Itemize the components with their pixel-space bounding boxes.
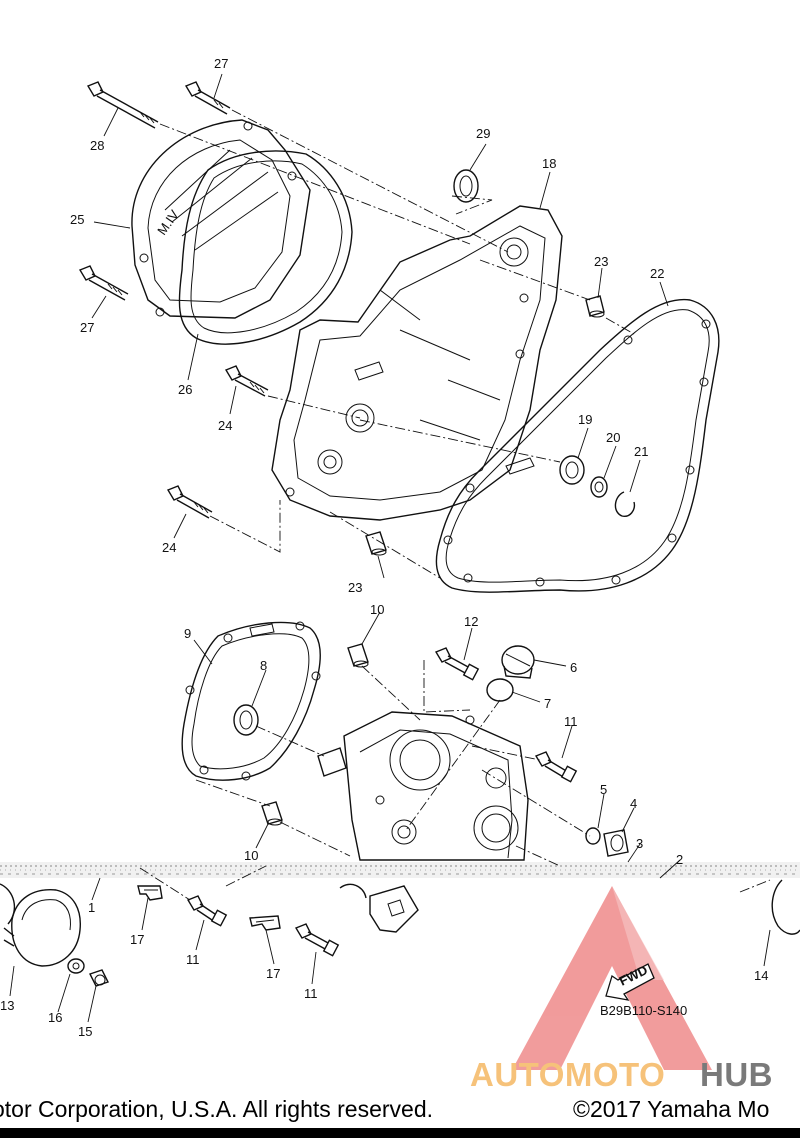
o-ring-3: [339, 883, 367, 899]
o-ring-5: [585, 827, 601, 845]
callout-27-left: 27: [80, 320, 94, 335]
callout-19: 19: [578, 412, 592, 427]
oil-filler-cap-6: [501, 645, 535, 679]
plug-3: [369, 885, 419, 933]
cover-13: [3, 889, 81, 967]
callout-2: 2: [676, 852, 683, 867]
callout-5: 5: [600, 782, 607, 797]
clamp-17-left: [137, 885, 163, 901]
gasket-26: [178, 150, 353, 345]
svg-text:M.IV: M.IV: [154, 207, 182, 238]
watermark-logo-part-b: HUB: [700, 1056, 773, 1093]
callout-21: 21: [634, 444, 648, 459]
copyright-left: otor Corporation, U.S.A. All rights rese…: [0, 1096, 434, 1122]
washer-16: [67, 958, 85, 974]
callout-1: 1: [88, 900, 95, 915]
callout-6: 6: [570, 660, 577, 675]
callout-11-center: 11: [304, 986, 318, 1001]
oil-seal-19: [559, 455, 585, 485]
callout-22: 22: [650, 266, 664, 281]
leader-lines: [9, 73, 771, 1023]
image-seam-noise: [0, 862, 800, 878]
callout-14: 14: [754, 968, 768, 983]
callout-13: 13: [0, 998, 14, 1013]
callout-10-lower: 10: [244, 848, 258, 863]
assembly-guide-lines-upper: [159, 109, 635, 579]
bolt-15: [89, 969, 109, 987]
callout-24-upper: 24: [218, 418, 232, 433]
circlip-21: [614, 491, 636, 517]
callout-23-top: 23: [594, 254, 608, 269]
bolt-24-upper: [224, 365, 269, 397]
watermark-triangle: [512, 886, 712, 1070]
callout-18: 18: [542, 156, 556, 171]
callout-23-lower: 23: [348, 580, 362, 595]
callout-28: 28: [90, 138, 104, 153]
crankcase-cover-18: [271, 205, 563, 521]
crankcase-cover-1: [317, 711, 529, 861]
callout-11-left: 11: [186, 952, 200, 967]
bolt-11-center: [294, 923, 340, 957]
drain-plug-4: [603, 829, 629, 857]
oil-seal-8: [233, 704, 259, 736]
callout-11-right: 11: [564, 714, 578, 729]
callout-29: 29: [476, 126, 490, 141]
dowel-pin-23-top: [585, 295, 605, 318]
oil-seal-29: [453, 169, 479, 203]
callout-26: 26: [178, 382, 192, 397]
callout-17-left: 17: [130, 932, 144, 947]
dowel-pin-10-top: [347, 643, 369, 668]
bolt-28: [86, 81, 159, 129]
callout-27-top: 27: [214, 56, 228, 71]
callout-7: 7: [544, 696, 551, 711]
dowel-pin-10-lower: [261, 801, 283, 826]
bolt-11-left: [186, 895, 228, 927]
callout-9: 9: [184, 626, 191, 641]
clamp-17-center: [249, 915, 281, 931]
callout-17-center: 17: [266, 966, 280, 981]
callout-10-top: 10: [370, 602, 384, 617]
callout-24-lower: 24: [162, 540, 176, 555]
callout-20: 20: [606, 430, 620, 445]
bolt-12: [434, 647, 480, 681]
bolt-27-left: [78, 265, 129, 301]
gasket-22: [435, 298, 720, 593]
diagram-code: B29B110-S140: [600, 1003, 688, 1018]
watermark-logo-part-a: AUTOMOTO: [470, 1056, 666, 1093]
callout-12: 12: [464, 614, 478, 629]
callout-labels: 27 28 25 27 26 24 24 23 29 18 23 22 19 2…: [0, 56, 768, 1039]
copyright-right: ©2017 Yamaha Mo: [573, 1096, 770, 1122]
bottom-border-bar: [0, 1128, 800, 1138]
dowel-pin-23-lower: [365, 531, 387, 556]
watermark-logo: AUTOMOTO HUB: [470, 1055, 800, 1095]
gasket-9: [181, 621, 321, 781]
bolt-24-lower: [166, 485, 213, 519]
callout-25: 25: [70, 212, 84, 227]
callout-15: 15: [78, 1024, 92, 1039]
callout-3: 3: [636, 836, 643, 851]
callout-8: 8: [260, 658, 267, 673]
callout-16: 16: [48, 1010, 62, 1025]
clutch-cover-25: M.IV: [131, 119, 311, 319]
callout-4: 4: [630, 796, 637, 811]
o-ring-7: [486, 678, 514, 702]
assembly-guide-lines-lower: [139, 660, 771, 901]
bolt-27-top: [184, 81, 231, 115]
o-ring-14: [771, 879, 800, 935]
bolt-11-right: [534, 751, 578, 783]
washer-20: [590, 476, 608, 498]
o-ring-left: [0, 883, 16, 925]
